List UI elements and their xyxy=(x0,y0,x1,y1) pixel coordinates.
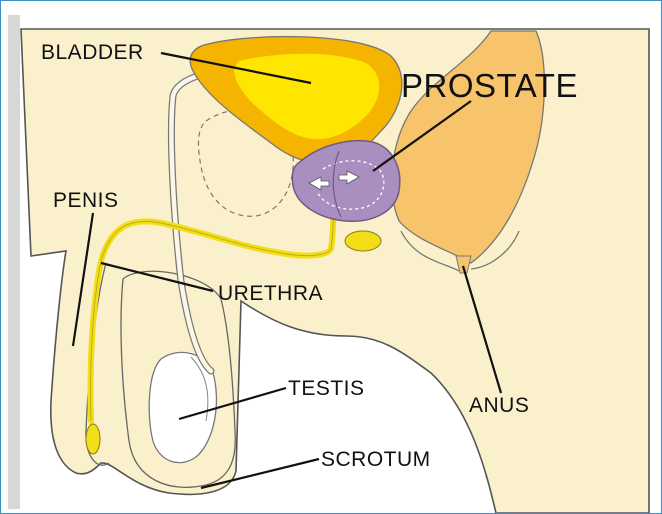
glans-tip xyxy=(86,424,100,454)
seminal-bulb xyxy=(345,231,381,251)
label-urethra: URETHRA xyxy=(218,283,323,304)
label-bladder: BLADDER xyxy=(41,42,144,63)
label-scrotum: SCROTUM xyxy=(321,449,431,470)
label-prostate: PROSTATE xyxy=(401,69,578,102)
label-anus: ANUS xyxy=(469,395,529,416)
label-penis: PENIS xyxy=(53,190,119,211)
label-testis: TESTIS xyxy=(288,378,365,399)
